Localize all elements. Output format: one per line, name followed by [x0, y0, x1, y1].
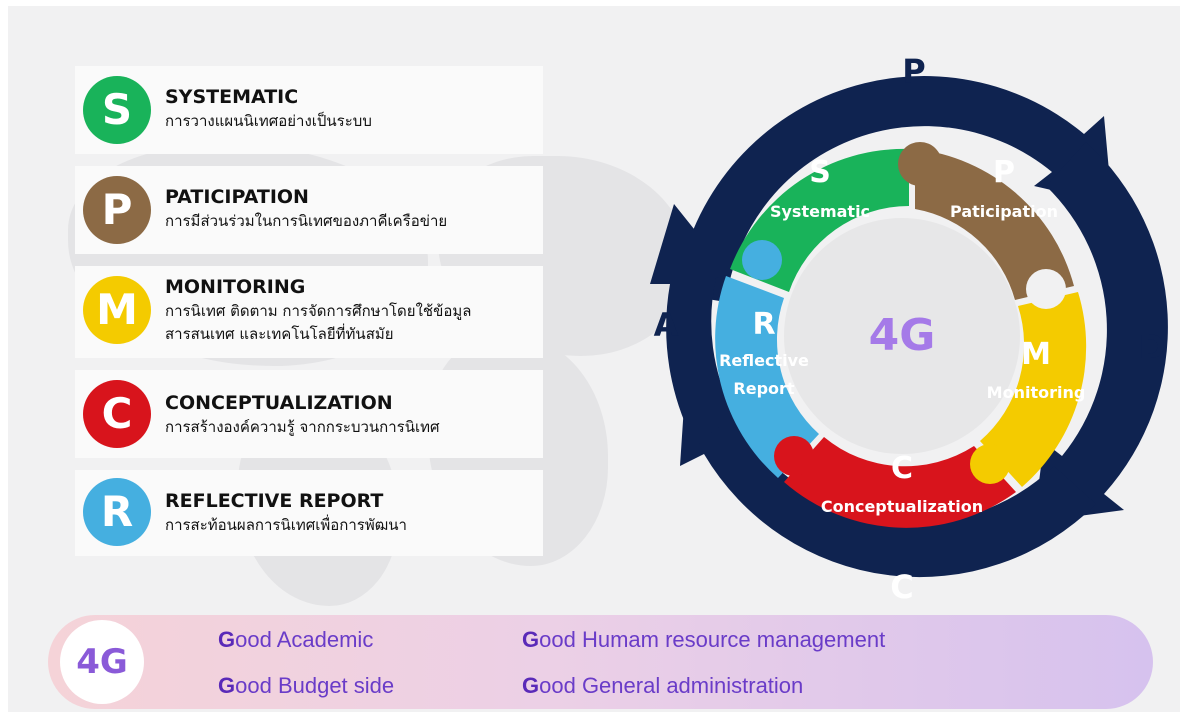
good-general-admin: Good General administration — [522, 673, 804, 698]
ring-segment-right — [1034, 142, 1168, 522]
piece-label-r-2: Report — [733, 379, 795, 398]
card-title: SYSTEMATIC — [165, 86, 299, 108]
spmcr-wheel: 4G S Systematic P Paticipation M Monitor… — [634, 54, 1189, 614]
piece-label-m: Monitoring — [987, 383, 1086, 402]
card-monitoring: M MONITORING การนิเทศ ติดตาม การจัดการศึ… — [75, 266, 543, 358]
4g-banner: 4G Good Academic Good Humam resource man… — [48, 615, 1153, 709]
puzzle-knob — [774, 436, 814, 476]
ring-segment-left — [650, 204, 734, 446]
ring-segment-top — [676, 76, 1112, 302]
puzzle-piece-m — [980, 292, 1087, 487]
piece-label-r: Reflective — [719, 351, 809, 370]
piece-label-s: Systematic — [770, 202, 870, 221]
puzzle-knob — [1026, 269, 1066, 309]
badge-m: M — [83, 276, 151, 344]
badge-p: P — [83, 176, 151, 244]
ring-letter-a: A — [654, 306, 679, 344]
ring-letter-p: P — [902, 54, 925, 90]
puzzle-knob — [742, 240, 782, 280]
good-human-resource: Good Humam resource management — [522, 627, 886, 652]
card-paticipation: P PATICIPATION การมีส่วนร่วมในการนิเทศขอ… — [75, 166, 543, 254]
piece-label-p: Paticipation — [950, 202, 1058, 221]
center-label: 4G — [869, 310, 936, 361]
piece-letter-p: P — [993, 155, 1015, 190]
card-systematic: S SYSTEMATIC การวางแผนนิเทศอย่างเป็นระบบ — [75, 66, 543, 154]
ring-letter-c: C — [890, 568, 913, 606]
piece-letter-s: S — [809, 155, 831, 190]
card-desc: การสะท้อนผลการนิเทศเพื่อการพัฒนา — [165, 516, 407, 534]
badge-c: C — [83, 380, 151, 448]
ring-segment-bottom — [680, 376, 1096, 578]
card-title: REFLECTIVE REPORT — [165, 490, 384, 512]
card-desc: การนิเทศ ติดตาม การจัดการศึกษาโดยใช้ข้อม… — [165, 302, 472, 343]
puzzle-piece-p — [915, 149, 1074, 300]
puzzle-knob — [898, 142, 942, 186]
card-desc: การสร้างองค์ความรู้ จากกระบวนการนิเทศ — [165, 418, 440, 436]
puzzle-piece-r — [715, 276, 819, 478]
card-title: PATICIPATION — [165, 186, 309, 208]
card-title: CONCEPTUALIZATION — [165, 392, 393, 414]
card-desc: การวางแผนนิเทศอย่างเป็นระบบ — [165, 112, 372, 130]
card-desc: การมีส่วนร่วมในการนิเทศของภาคีเครือข่าย — [165, 212, 448, 230]
ring-letter-d: D — [1139, 328, 1166, 366]
badge-s: S — [83, 76, 151, 144]
good-academic: Good Academic — [218, 627, 374, 652]
good-budget: Good Budget side — [218, 673, 395, 698]
piece-letter-c: C — [891, 451, 913, 486]
card-conceptualization: C CONCEPTUALIZATION การสร้างองค์ความรู้ … — [75, 370, 543, 458]
center-circle — [784, 218, 1020, 454]
puzzle-knob — [970, 444, 1010, 484]
piece-letter-r: R — [752, 307, 775, 342]
puzzle-piece-c — [784, 437, 1016, 528]
piece-letter-m: M — [1021, 337, 1051, 372]
banner-4g-badge: 4G — [60, 620, 144, 704]
badge-r: R — [83, 478, 151, 546]
card-reflective-report: R REFLECTIVE REPORT การสะท้อนผลการนิเทศเ… — [75, 470, 543, 556]
card-title: MONITORING — [165, 276, 306, 298]
piece-label-c: Conceptualization — [821, 497, 983, 516]
